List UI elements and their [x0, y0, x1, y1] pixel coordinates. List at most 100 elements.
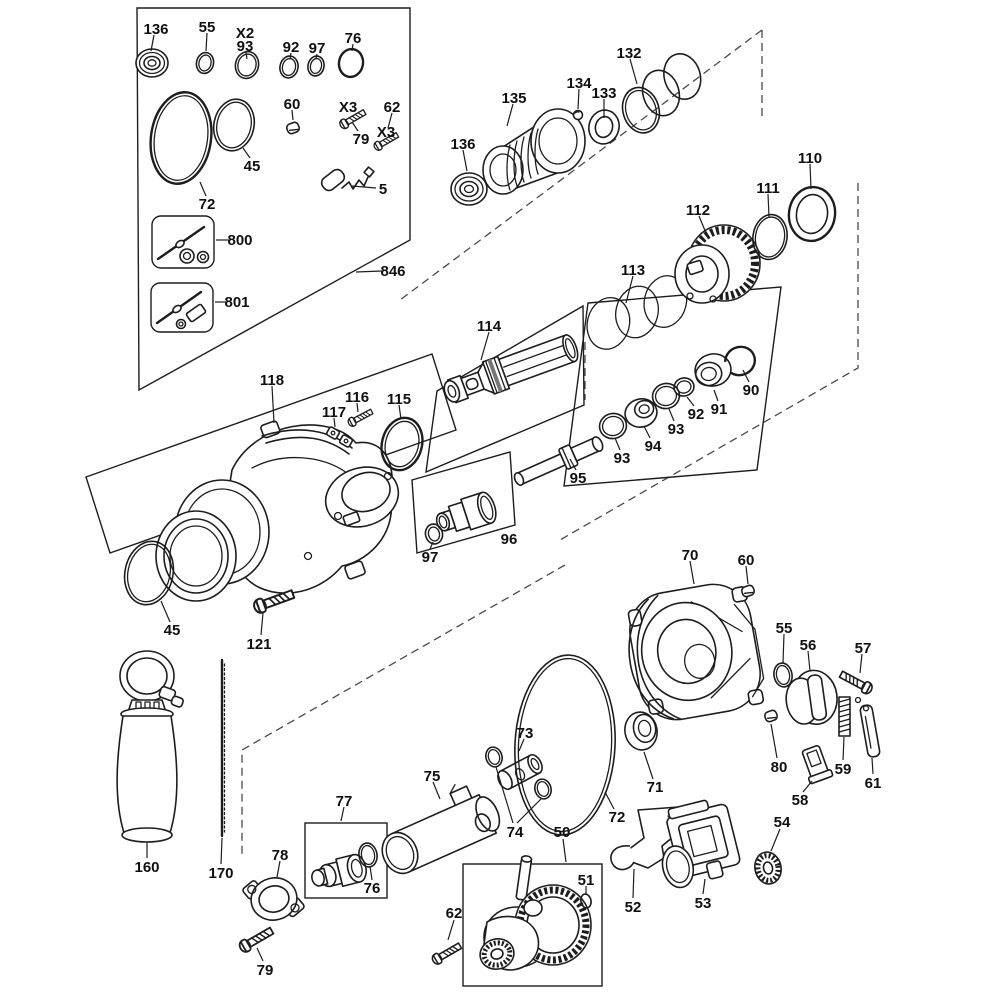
part-callout-78: 78	[272, 847, 289, 864]
part-118-front-housing	[156, 420, 406, 601]
leader-line-74	[495, 766, 514, 824]
part-callout-170: 170	[208, 865, 233, 882]
part-callout-74: 74	[507, 824, 524, 841]
part-callout-58: 58	[792, 792, 809, 809]
part-callout-116: 116	[345, 389, 369, 406]
leader-line-135	[506, 103, 514, 127]
part-callout-135: 135	[501, 90, 526, 107]
leader-line-132	[629, 58, 638, 85]
part-55-oring-kit	[195, 51, 216, 75]
part-callout-55: 55	[199, 19, 216, 36]
leader-line-93	[614, 437, 621, 451]
part-callout-55: 55	[776, 620, 793, 637]
part-callout-112: 112	[686, 202, 710, 219]
part-callout-X3: X3	[377, 124, 395, 141]
part-callout-118: 118	[260, 372, 284, 389]
part-callout-60: 60	[738, 552, 755, 569]
leader-line-170	[220, 837, 223, 865]
part-56-mode-knob	[782, 668, 840, 729]
part-77-piston-assembly	[309, 853, 369, 893]
part-74-orings	[484, 745, 554, 801]
part-91-bearing-sleeve	[692, 351, 734, 390]
part-95-striker	[511, 432, 606, 491]
part-50-crank-gear-assembly	[477, 855, 591, 973]
leader-line-55	[782, 633, 785, 664]
leader-line-71	[643, 751, 654, 780]
part-callout-62: 62	[384, 99, 401, 116]
part-callout-133: 133	[591, 85, 616, 102]
part-callout-95: 95	[570, 470, 587, 487]
part-97-oring	[424, 522, 445, 545]
part-callout-136: 136	[143, 21, 168, 38]
part-57-screw	[837, 668, 875, 697]
leader-line-72	[199, 181, 207, 197]
part-136-bearing	[451, 173, 487, 205]
assembly-axis-dashed-lines	[241, 29, 859, 858]
part-97-oring-kit	[306, 55, 326, 78]
part-76-oring-kit	[337, 47, 365, 79]
leader-line-117	[333, 417, 336, 428]
part-callout-61: 61	[865, 775, 882, 792]
leader-line-92	[686, 396, 695, 407]
part-callout-57: 57	[855, 640, 872, 657]
leader-line-115	[398, 404, 402, 420]
part-callout-93: 93	[668, 421, 685, 438]
part-callout-92: 92	[283, 39, 300, 56]
part-callout-801: 801	[224, 294, 249, 311]
leader-line-90	[742, 369, 750, 383]
part-115-oring	[376, 413, 428, 474]
leader-line-97	[315, 53, 318, 60]
leader-line-79	[256, 947, 264, 962]
part-callout-96: 96	[501, 531, 518, 548]
part-93-ring-b	[597, 411, 629, 442]
box-kit-801	[150, 282, 214, 333]
part-callout-45: 45	[244, 158, 261, 175]
box-seal-kit	[136, 7, 411, 392]
leader-line-45	[160, 600, 171, 623]
part-callout-76: 76	[345, 30, 362, 47]
part-54-spline-gear	[752, 850, 784, 887]
leader-line-54	[770, 828, 781, 852]
part-callout-60: 60	[284, 96, 301, 113]
leader-line-5	[351, 185, 377, 189]
part-callout-79: 79	[257, 962, 274, 979]
part-61-pin	[856, 698, 861, 703]
part-59-spring	[839, 697, 850, 736]
part-callout-5: 5	[379, 181, 387, 198]
part-callout-110: 110	[798, 150, 822, 167]
part-116-screw	[346, 406, 375, 429]
leader-line-61	[871, 757, 874, 775]
part-58-brush-holder	[799, 744, 833, 784]
part-callout-75: 75	[424, 768, 441, 785]
part-135-clutch-drum	[483, 109, 585, 194]
part-96-ram-piston	[432, 490, 499, 539]
kit-800-lubricant	[158, 227, 209, 263]
part-72-oring-large	[510, 653, 619, 838]
part-60-detent-kit	[284, 120, 302, 136]
part-callout-132: 132	[616, 45, 641, 62]
box-piston-96	[411, 451, 516, 554]
part-92-oring	[672, 376, 696, 398]
part-113-ring-set	[582, 259, 692, 366]
part-callout-72: 72	[609, 809, 626, 826]
part-callout-56: 56	[800, 637, 817, 654]
leader-line-76	[351, 43, 354, 52]
part-callout-79: 79	[353, 131, 370, 148]
leader-line-72	[604, 791, 615, 810]
part-callout-62: 62	[446, 905, 463, 922]
leader-line-91	[713, 389, 719, 402]
leader-line-121	[260, 612, 264, 636]
part-62-screw	[429, 940, 464, 967]
part-callout-92: 92	[688, 406, 705, 423]
leader-line-113	[625, 275, 634, 304]
part-93-oring-kit	[233, 49, 262, 81]
part-114-spindle	[439, 330, 581, 409]
leader-line-56	[807, 650, 811, 672]
part-45-oring	[119, 537, 179, 610]
leader-line-53	[702, 878, 706, 895]
part-callout-80: 80	[771, 759, 788, 776]
leader-line-45	[242, 147, 251, 159]
